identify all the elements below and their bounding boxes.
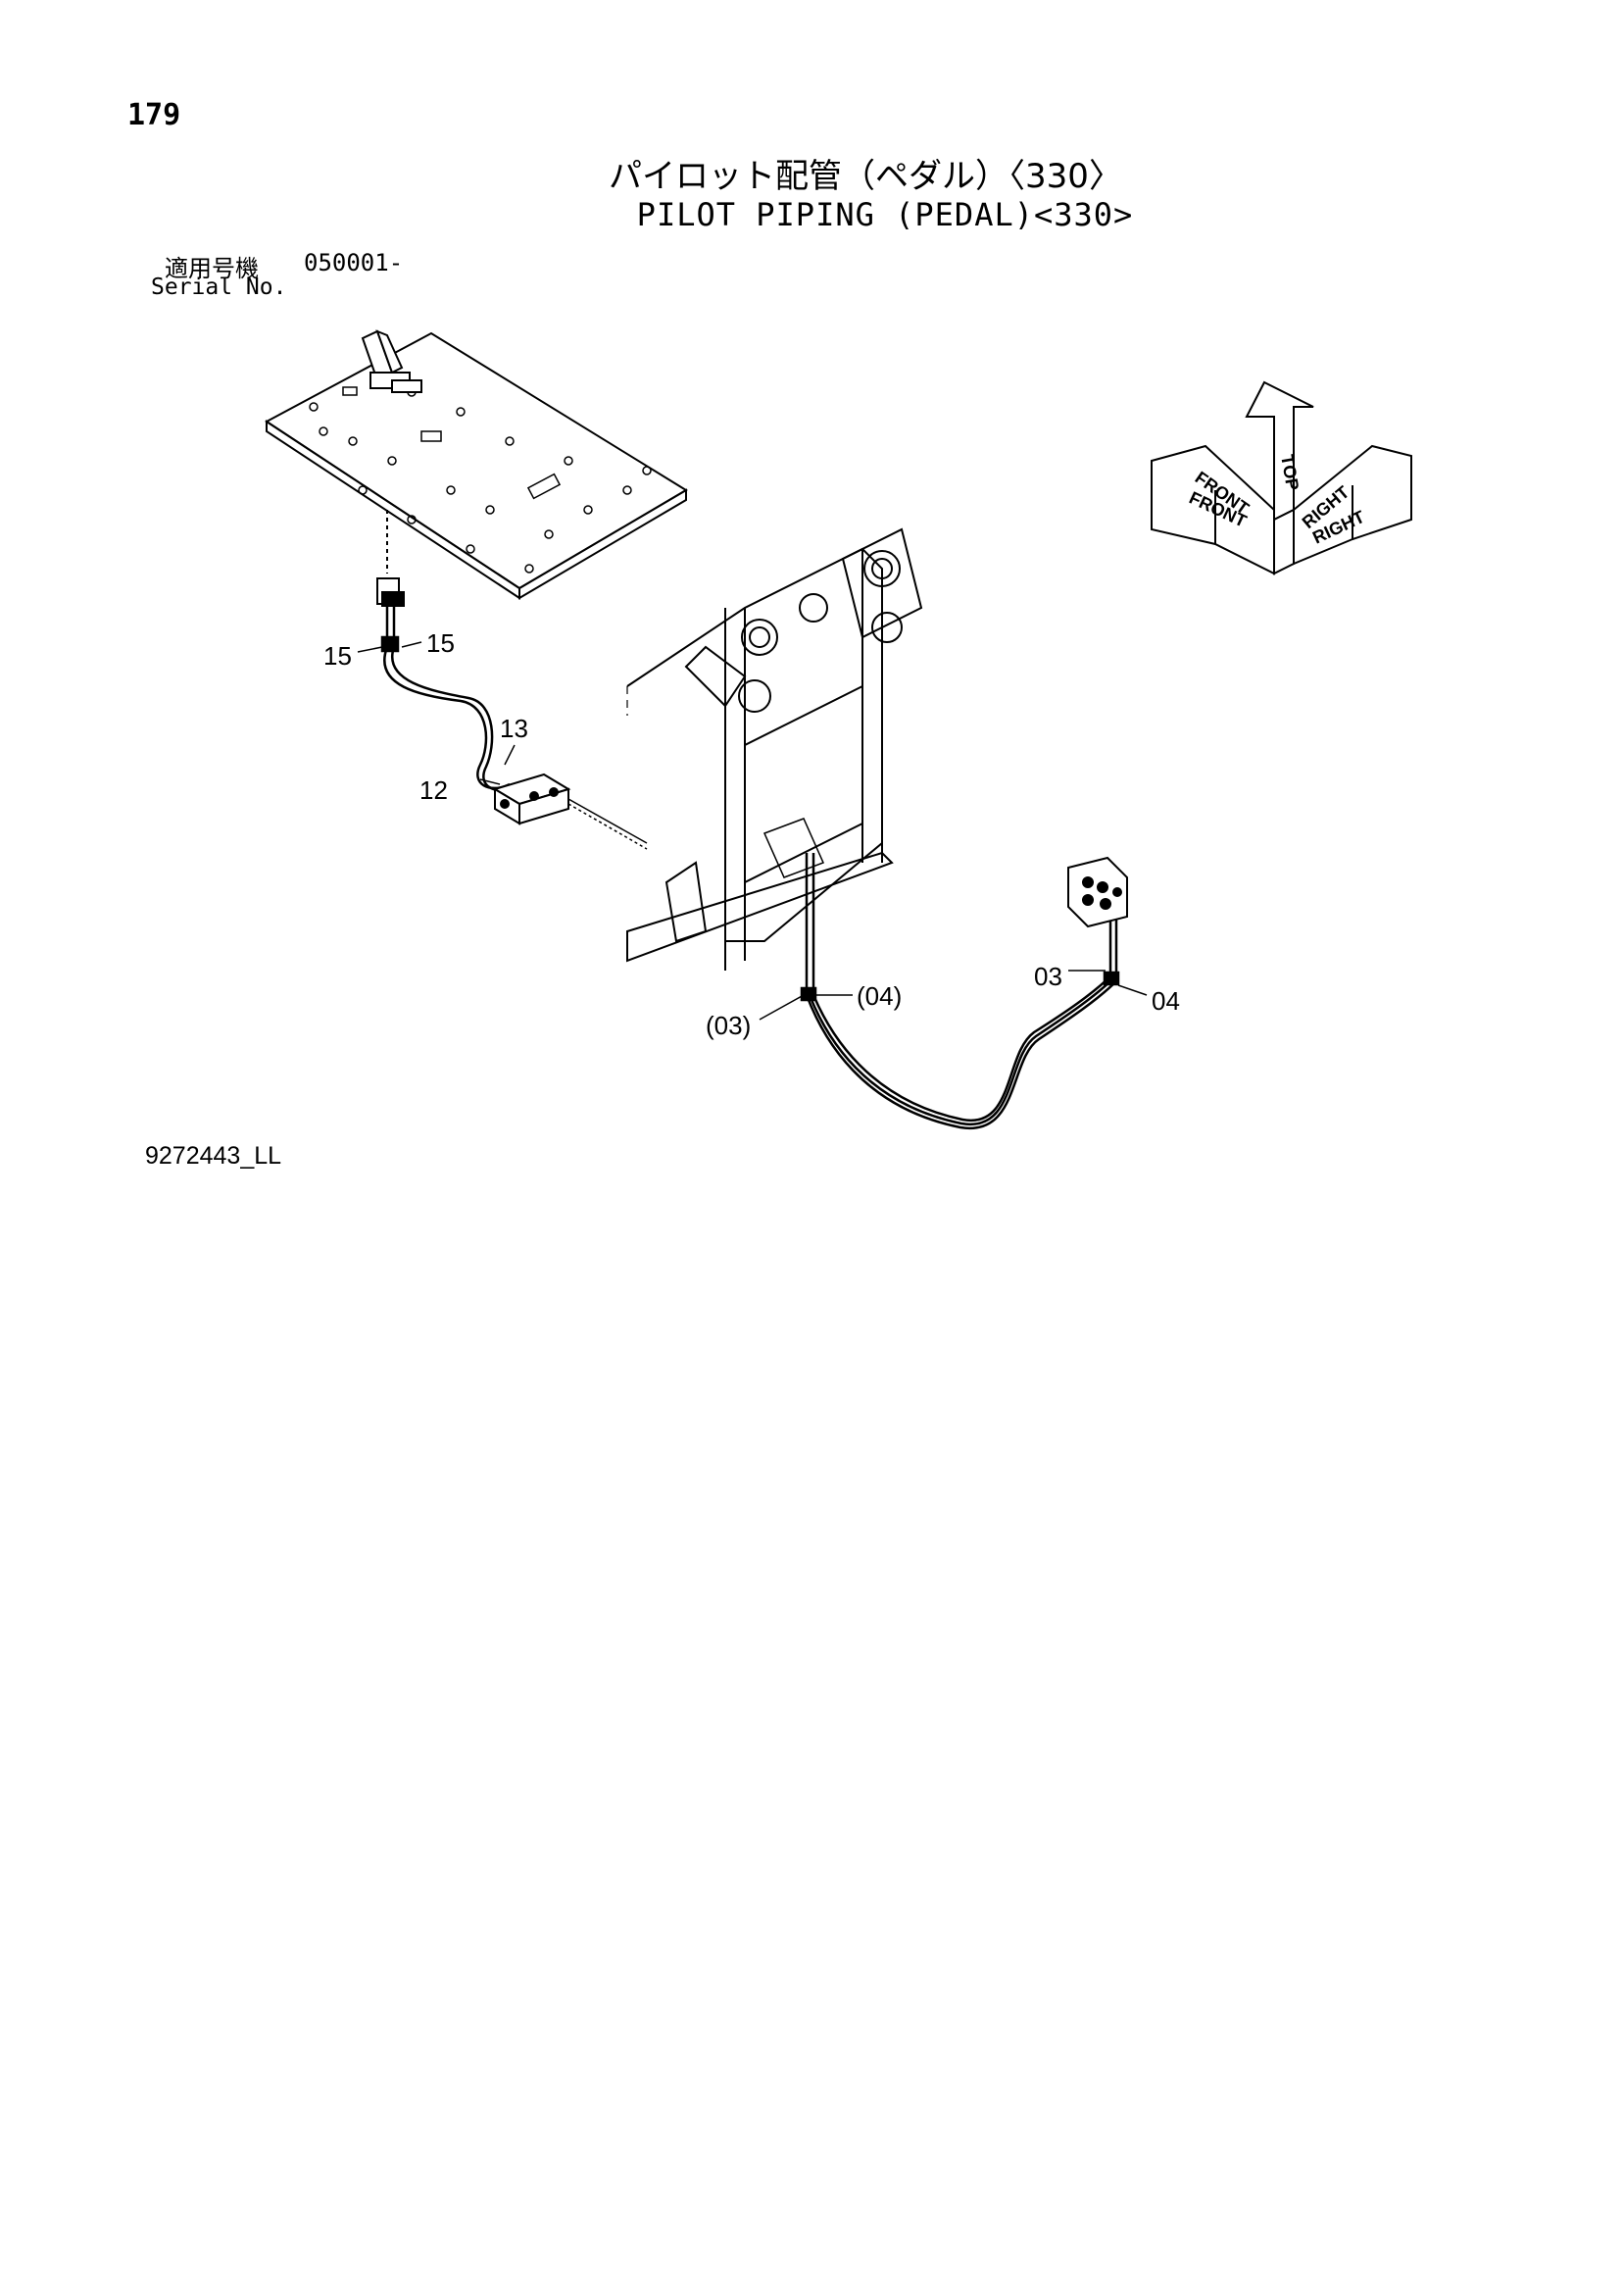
left-hose-assembly <box>380 606 516 792</box>
callout-15-right: 15 <box>426 628 455 658</box>
callout-04: 04 <box>1152 986 1180 1016</box>
pilot-valve <box>376 510 405 607</box>
serial-label-jp: 適用号機 <box>165 255 259 282</box>
floor-plate <box>265 331 688 600</box>
callout-13: 13 <box>500 714 528 743</box>
page-number: 179 <box>127 98 181 132</box>
direction-indicator <box>1151 380 1412 575</box>
right-hose-assembly <box>800 853 1120 1130</box>
callout-leaders <box>357 641 1148 1021</box>
pedal-assembly <box>361 329 422 393</box>
hose-connector-block <box>492 773 648 850</box>
pedal-valve-right <box>1067 856 1128 928</box>
boom-frame <box>626 527 923 971</box>
serial-label-en: Serial No. <box>151 275 287 300</box>
serial-value: 050001- <box>304 249 404 276</box>
callout-04-paren: (04) <box>857 981 902 1011</box>
callout-03: 03 <box>1034 962 1062 991</box>
callout-12: 12 <box>419 775 448 805</box>
callout-03-paren: (03) <box>706 1011 751 1040</box>
drawing-number: 9272443_LL <box>145 1142 282 1170</box>
callout-15-left: 15 <box>323 641 352 671</box>
page-title-en: PILOT PIPING (PEDAL)<330> <box>636 196 1134 233</box>
page-title-jp: パイロット配管（ペダル）〈330〉 <box>609 157 1122 196</box>
